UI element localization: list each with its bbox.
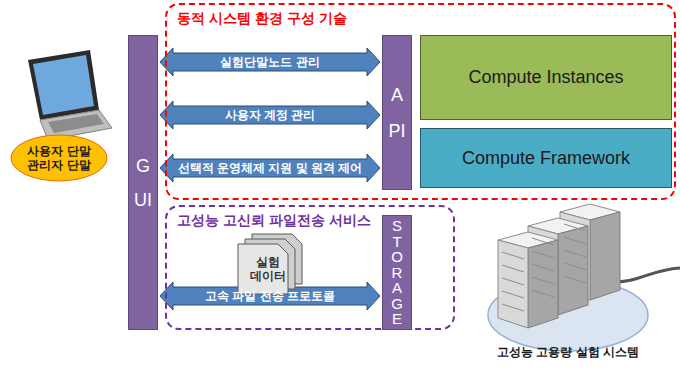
- server-bay-line: [564, 224, 586, 231]
- document-page: [238, 244, 288, 294]
- region-title: 동적 시스템 환경 구성 기술: [177, 10, 347, 28]
- server-bay-line: [502, 252, 524, 259]
- laptop-keys: [48, 114, 104, 133]
- laptop-screen-frame: [28, 50, 99, 120]
- terminal-ellipse: 사용자 단말 관리자 단말: [10, 134, 108, 182]
- node-label: 실험 데이터: [247, 255, 289, 284]
- storage-bar: STORAGE: [382, 215, 412, 330]
- server-bay-line: [532, 290, 554, 297]
- system-caption: 고성능 고용량 실험 시스템: [497, 344, 639, 361]
- double-block-arrow: [160, 101, 380, 129]
- compute-instances-box: Compute Instances: [420, 35, 672, 120]
- server-bay-line: [564, 237, 586, 244]
- server-bay-line: [564, 250, 586, 257]
- node-label: Compute Instances: [468, 67, 623, 88]
- server-bay-line: [532, 277, 554, 284]
- double-block-arrow: [160, 48, 380, 76]
- arrow-label: 선택적 운영체제 지원 및 원격 제어: [178, 162, 363, 174]
- server-cable: [615, 268, 680, 282]
- file-transfer-region: 고성능 고신뢰 파일전송 서비스 STORAGE 실험 데이터: [165, 205, 455, 330]
- server-bay-line: [502, 265, 524, 272]
- node-label: Compute Framework: [462, 148, 630, 169]
- bar-label: API: [388, 77, 406, 149]
- node-label: 사용자 단말 관리자 단말: [22, 144, 96, 173]
- compute-framework-box: Compute Framework: [420, 128, 672, 188]
- bar-label: GUI: [134, 149, 152, 217]
- server-icon: [488, 204, 680, 351]
- server-bay-line: [564, 263, 586, 270]
- laptop-icon: [28, 50, 112, 140]
- server-bay-line: [564, 276, 586, 283]
- server-bay-line: [502, 304, 524, 311]
- bar-label: STORAGE: [390, 218, 405, 327]
- api-bar: API: [382, 35, 412, 190]
- arrow-label: 실험단말노드 관리: [220, 56, 319, 68]
- double-block-arrow: [160, 154, 380, 182]
- laptop-screen: [33, 55, 94, 115]
- ellipse-shape: [11, 135, 107, 181]
- data-document-stack: 실험 데이터: [238, 234, 304, 296]
- region-title: 고성능 고신뢰 파일전송 서비스: [177, 212, 371, 230]
- arrow-label: 고속 파일 전송 프로토콜: [205, 290, 335, 302]
- arrow-label: 사용자 계정 관리: [225, 109, 316, 121]
- server-bay-line: [532, 251, 554, 258]
- server-bay-line: [532, 238, 554, 245]
- server-tower: [498, 232, 558, 328]
- gui-bar: GUI: [128, 35, 158, 330]
- server-bay-line: [532, 264, 554, 271]
- server-bay-line: [502, 291, 524, 298]
- server-bay-line: [502, 278, 524, 285]
